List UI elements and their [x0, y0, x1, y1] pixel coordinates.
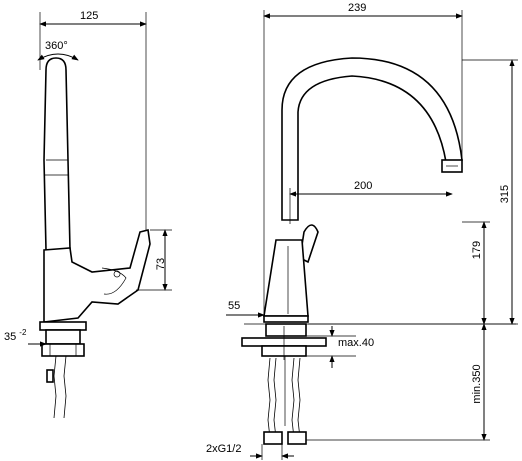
side-mounting-nut — [41, 343, 85, 357]
side-spout-tube — [43, 57, 71, 251]
front-hose-left — [267, 357, 277, 439]
counter-thickness-label: max.40 — [338, 337, 374, 349]
side-view: 125 360° 73 35 -2 — [4, 10, 172, 419]
front-gooseneck-spout — [281, 57, 463, 221]
side-width-label: 125 — [80, 10, 98, 22]
total-height-label: 315 — [499, 185, 511, 203]
rotation-arc — [37, 53, 79, 61]
side-hoses — [53, 355, 67, 419]
spout-reach-label: 200 — [354, 180, 372, 192]
connection-label: 2xG1/2 — [206, 443, 241, 455]
front-hose-right — [291, 357, 301, 439]
front-lever — [299, 224, 319, 264]
front-faucet-body — [263, 239, 309, 317]
side-faucet-body — [43, 229, 151, 323]
spout-height-label: 179 — [471, 241, 483, 259]
overall-width-label: 239 — [348, 2, 366, 14]
lever-height-label: 73 — [155, 258, 167, 270]
base-height-label: 55 — [228, 300, 240, 312]
front-view: 239 200 55 max.40 — [206, 2, 518, 460]
tilt-label: 35 -2 — [4, 328, 27, 343]
left-hose-connector — [263, 431, 283, 445]
rotation-label: 360° — [45, 40, 68, 52]
right-hose-connector — [287, 431, 307, 445]
hose-length-label: min.350 — [471, 364, 483, 403]
